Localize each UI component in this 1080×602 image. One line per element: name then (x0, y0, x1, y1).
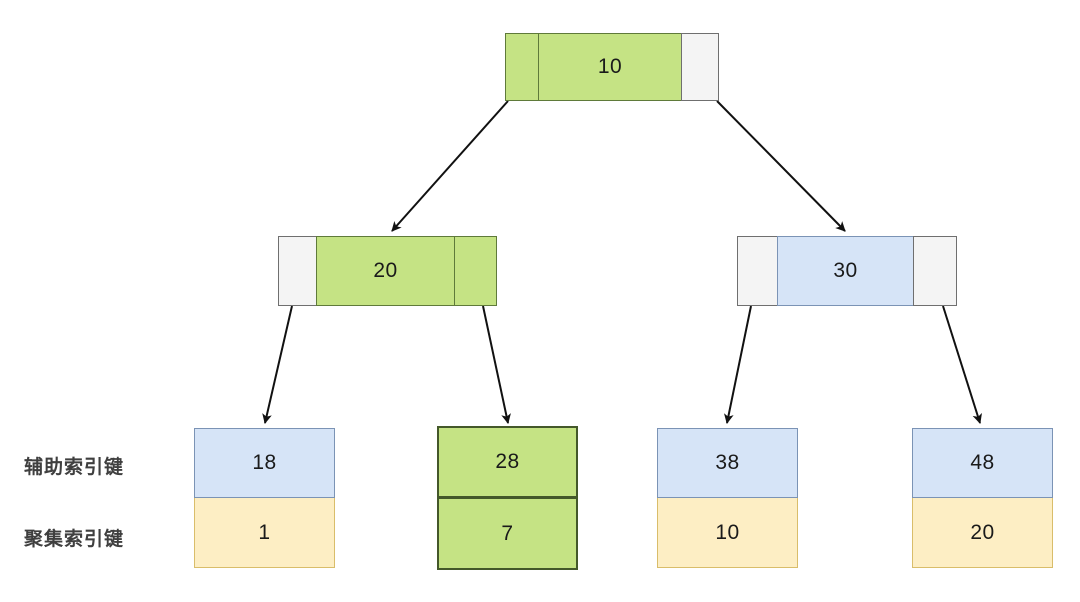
root-cell-key-10[interactable]: 10 (537, 33, 683, 101)
leaf38-secondary-key[interactable]: 38 (657, 428, 798, 498)
edge-30-to-48 (942, 305, 982, 424)
edge-20-to-18 (262, 305, 293, 424)
edge-20-to-28 (482, 305, 511, 424)
leaf28-secondary-key[interactable]: 28 (437, 426, 578, 498)
leaf18-secondary-key[interactable]: 18 (194, 428, 335, 498)
node30-cell-pointer-left[interactable] (737, 236, 778, 306)
node30-cell-key-30[interactable]: 30 (777, 236, 914, 306)
node20-cell-key-20[interactable]: 20 (316, 236, 455, 306)
leaf18-clustered-key[interactable]: 1 (194, 498, 335, 568)
leaf-node-48[interactable]: 48 20 (912, 428, 1053, 568)
label-secondary-index-key: 辅助索引键 (24, 457, 125, 478)
leaf48-secondary-key[interactable]: 48 (912, 428, 1053, 498)
leaf-node-28[interactable]: 28 7 (437, 426, 578, 570)
root-node[interactable]: 10 (505, 33, 719, 101)
edge-30-to-38 (724, 305, 752, 424)
node20-cell-pointer-right[interactable] (454, 236, 497, 306)
leaf48-clustered-key[interactable]: 20 (912, 498, 1053, 568)
root-cell-pointer-right[interactable] (681, 33, 719, 101)
internal-node-20[interactable]: 20 (278, 236, 497, 306)
leaf-node-18[interactable]: 18 1 (194, 428, 335, 568)
label-clustered-index-key: 聚集索引键 (24, 529, 125, 550)
leaf38-clustered-key[interactable]: 10 (657, 498, 798, 568)
internal-node-30[interactable]: 30 (737, 236, 957, 306)
leaf-node-38[interactable]: 38 10 (657, 428, 798, 568)
root-cell-pointer-left[interactable] (505, 33, 539, 101)
edge-root-to-20 (391, 100, 509, 232)
leaf28-clustered-key[interactable]: 7 (437, 498, 578, 570)
node30-cell-pointer-right[interactable] (913, 236, 957, 306)
edge-root-to-30 (716, 100, 846, 232)
node20-cell-pointer-left[interactable] (278, 236, 317, 306)
